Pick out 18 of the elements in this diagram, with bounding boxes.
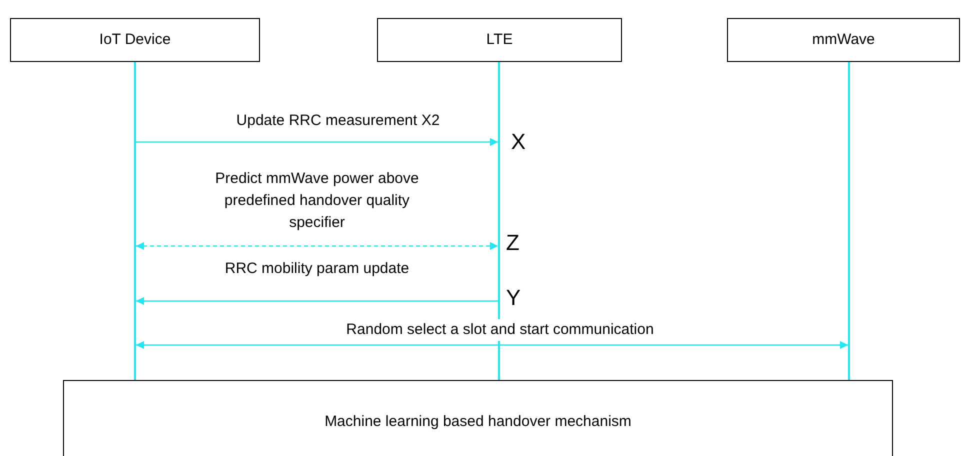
step-letter: Y xyxy=(506,286,521,310)
participant-box xyxy=(727,18,960,62)
participant-name: LTE xyxy=(486,30,513,50)
message-arrow xyxy=(136,341,848,349)
message-arrow xyxy=(136,297,498,305)
participant-name: IoT Device xyxy=(99,30,171,50)
participant-name: mmWave xyxy=(812,30,875,50)
step-letter: X xyxy=(511,130,526,154)
lifeline xyxy=(848,62,850,380)
mechanism-box xyxy=(63,380,893,456)
lifeline xyxy=(134,62,136,380)
message-arrow xyxy=(136,138,498,146)
participant-box xyxy=(377,18,622,62)
message-arrow xyxy=(136,242,498,250)
lifeline xyxy=(498,62,500,380)
step-letter: Z xyxy=(506,231,520,255)
participant-box xyxy=(10,18,260,62)
mechanism-title: Machine learning based handover mechanism xyxy=(324,412,632,432)
